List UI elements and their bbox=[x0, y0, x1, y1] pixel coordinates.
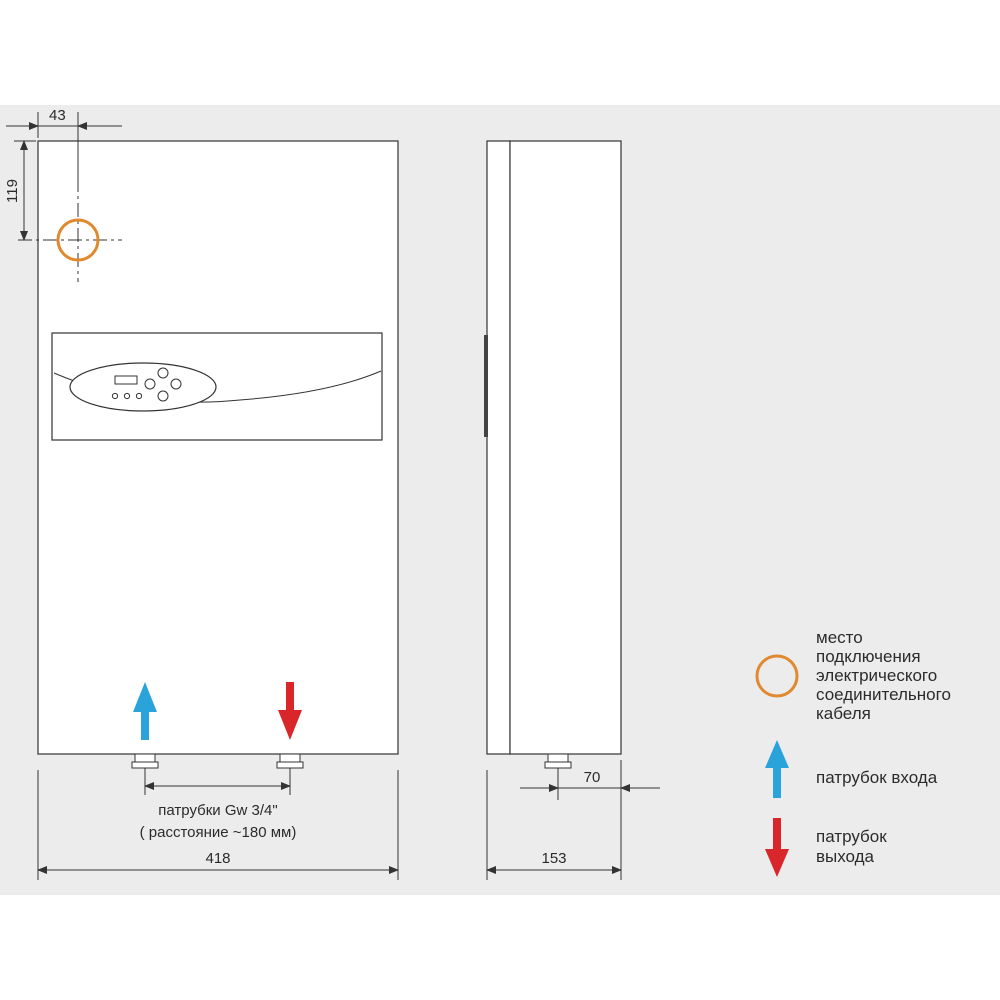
legend-outlet-line: патрубок bbox=[816, 827, 887, 846]
side-rail bbox=[484, 335, 488, 437]
button-icon bbox=[144, 378, 156, 390]
legend-cable-line: место bbox=[816, 628, 863, 647]
legend-cable-line: подключения bbox=[816, 647, 921, 666]
dimension-depth: 153 bbox=[541, 850, 566, 867]
legend-cable-text: место подключения электрического соедини… bbox=[816, 628, 956, 723]
side-body bbox=[509, 140, 622, 755]
legend-cable-circle-icon bbox=[755, 654, 799, 698]
pipe-fitting-left bbox=[131, 753, 159, 769]
side-view: 70 153 bbox=[484, 140, 660, 880]
outlet-arrow-icon bbox=[278, 682, 302, 740]
button-icon bbox=[170, 378, 182, 390]
pipes-note-line1: патрубки Gw 3/4" bbox=[158, 802, 277, 819]
legend-cable-line: соединительного bbox=[816, 685, 951, 704]
cable-entry-circle-icon bbox=[56, 218, 100, 262]
legend-outlet-arrow-icon bbox=[765, 818, 789, 877]
button-icon bbox=[157, 367, 169, 379]
button-icon bbox=[111, 392, 119, 400]
button-icon bbox=[135, 392, 143, 400]
front-body bbox=[37, 140, 399, 755]
button-icon bbox=[123, 392, 131, 400]
side-pipe-fitting bbox=[544, 753, 572, 769]
dimension-offset-left: 43 bbox=[49, 107, 66, 124]
dimension-offset-top: 119 bbox=[4, 179, 21, 203]
display-oval bbox=[69, 362, 217, 412]
legend-outlet-text: патрубок выхода bbox=[816, 827, 891, 866]
legend-cable-line: кабеля bbox=[816, 704, 871, 723]
front-view: 43 119 патрубки Gw 3/4" ( расстояние ~18… bbox=[4, 107, 399, 880]
legend-inlet-arrow-icon bbox=[765, 740, 789, 798]
legend-inlet-line: патрубок входа bbox=[816, 768, 938, 787]
pipe-fitting-right bbox=[276, 753, 304, 769]
display-screen-icon bbox=[114, 375, 138, 385]
dimension-pipe-offset: 70 bbox=[584, 769, 601, 786]
dimension-width: 418 bbox=[205, 850, 230, 867]
inlet-arrow-icon bbox=[133, 682, 157, 740]
button-icon bbox=[157, 390, 169, 402]
legend-cable-line: электрического bbox=[816, 666, 937, 685]
legend-outlet-line: выхода bbox=[816, 847, 875, 866]
legend-inlet-text: патрубок входа bbox=[816, 768, 938, 787]
pipes-note-line2: ( расстояние ~180 мм) bbox=[140, 824, 297, 841]
side-back-plate bbox=[486, 140, 511, 755]
legend: место подключения электрического соедини… bbox=[755, 628, 956, 877]
